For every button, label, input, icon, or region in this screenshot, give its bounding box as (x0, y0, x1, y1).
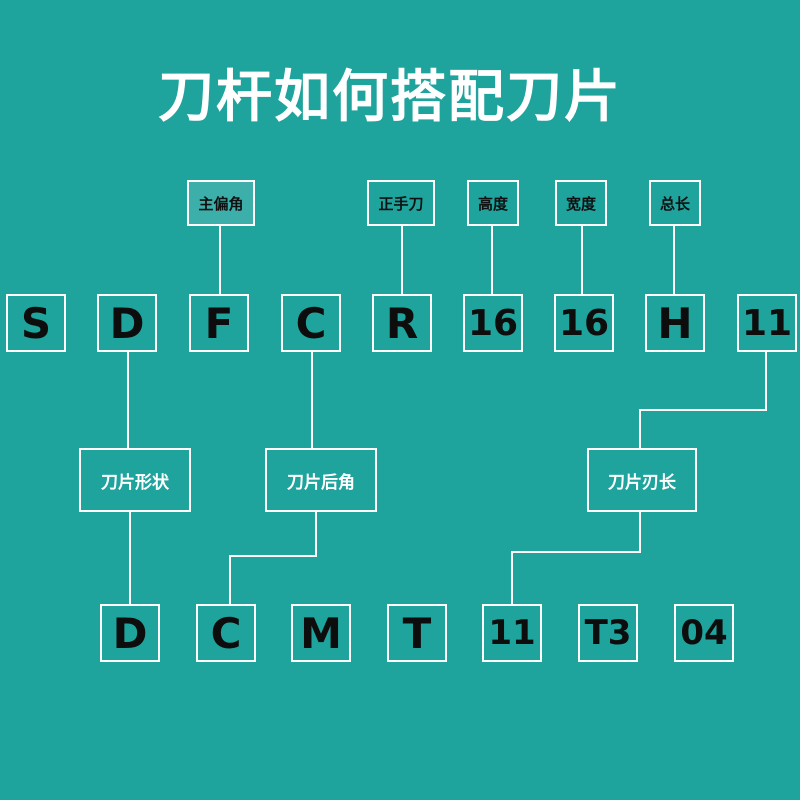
holder-code-box: F (189, 294, 249, 352)
holder-code-box: 11 (737, 294, 797, 352)
label-width-text: 宽度 (565, 194, 596, 213)
insert-code-box: T3 (578, 604, 638, 662)
label-total-length: 总长 (649, 180, 701, 226)
connector-edge-up (639, 352, 767, 448)
label-insert-clearance-text: 刀片后角 (287, 472, 355, 493)
holder-code-box: D (97, 294, 157, 352)
holder-code-box: C (281, 294, 341, 352)
holder-code-char: R (385, 298, 419, 348)
insert-code-box: M (291, 604, 351, 662)
holder-code-box: 16 (463, 294, 523, 352)
insert-code-char: 11 (488, 613, 536, 653)
label-width: 宽度 (555, 180, 607, 226)
holder-code-char: S (20, 298, 52, 348)
connector-clearance-down (229, 512, 317, 604)
label-total-length-text: 总长 (659, 194, 690, 213)
insert-code-box: D (100, 604, 160, 662)
page-title: 刀杆如何搭配刀片 (158, 65, 622, 130)
label-right-hand: 正手刀 (367, 180, 435, 226)
label-insert-clearance: 刀片后角 (265, 448, 377, 512)
holder-code-box: R (372, 294, 432, 352)
insert-code-char: T3 (584, 613, 632, 653)
holder-code-char: C (295, 298, 327, 348)
holder-code-char: 16 (467, 302, 519, 344)
connector-edge-down (511, 512, 641, 604)
insert-code-char: T (402, 608, 432, 658)
holder-code-char: H (657, 298, 693, 348)
holder-code-box: S (6, 294, 66, 352)
label-insert-shape-text: 刀片形状 (101, 472, 169, 493)
holder-code-box: H (645, 294, 705, 352)
insert-code-box: C (196, 604, 256, 662)
insert-code-char: C (210, 608, 242, 658)
insert-code-char: D (112, 608, 148, 658)
label-right-hand-text: 正手刀 (378, 194, 424, 213)
holder-code-box: 16 (554, 294, 614, 352)
holder-code-char: 11 (741, 302, 793, 344)
insert-code-char: M (300, 608, 342, 658)
label-height: 高度 (467, 180, 519, 226)
insert-code-char: 04 (680, 613, 728, 653)
insert-code-box: 11 (482, 604, 542, 662)
holder-code-char: 16 (558, 302, 610, 344)
holder-code-char: D (109, 298, 145, 348)
insert-code-box: T (387, 604, 447, 662)
label-main-angle: 主偏角 (187, 180, 255, 226)
holder-code-char: F (204, 298, 234, 348)
label-insert-edge-length-text: 刀片刃长 (608, 472, 676, 493)
label-main-angle-text: 主偏角 (198, 194, 244, 213)
insert-code-box: 04 (674, 604, 734, 662)
label-insert-shape: 刀片形状 (79, 448, 191, 512)
label-insert-edge-length: 刀片刃长 (587, 448, 697, 512)
label-height-text: 高度 (477, 194, 508, 213)
